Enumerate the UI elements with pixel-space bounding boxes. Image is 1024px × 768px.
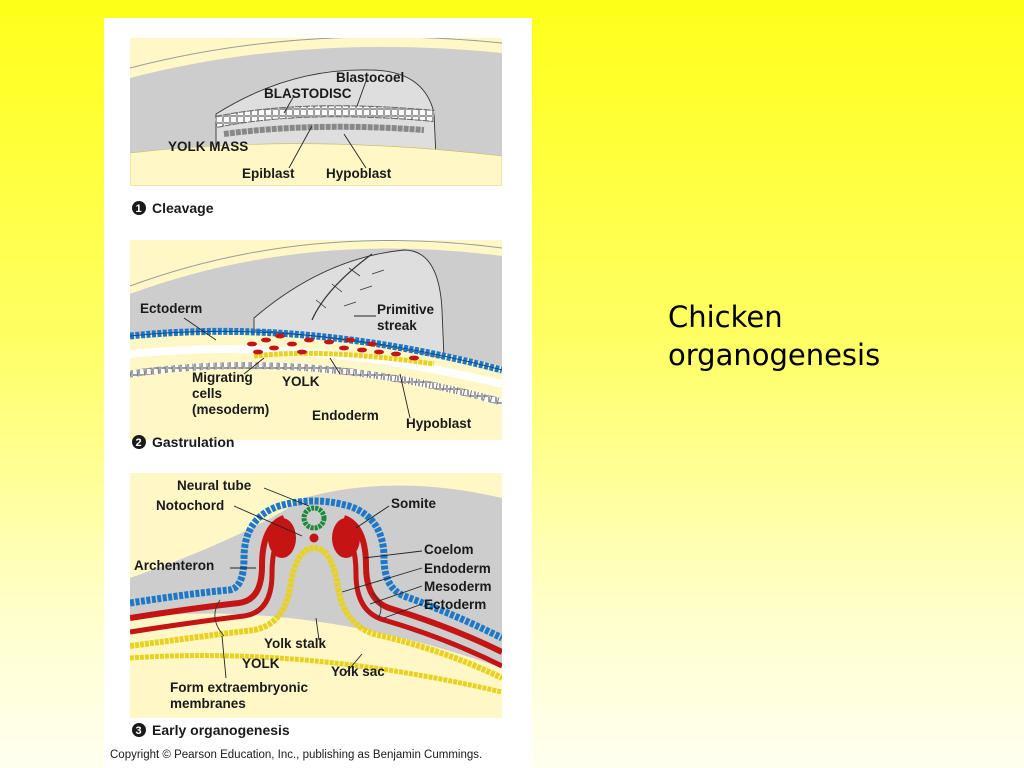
- label-yolk-stalk: Yolk stalk: [264, 636, 327, 651]
- label-migrating-line3: (mesoderm): [192, 402, 269, 417]
- mesoderm-left: [130, 515, 286, 621]
- label-blastodisc: BLASTODISC: [264, 86, 352, 101]
- notochord: [309, 533, 319, 543]
- label-epiblast: Epiblast: [242, 166, 295, 181]
- migrating-mesoderm-cells: [247, 333, 419, 361]
- step-label-gastrulation: Gastrulation: [152, 434, 234, 450]
- organogenesis-panel: [130, 473, 502, 718]
- streak-arrows: [315, 267, 385, 309]
- label-hypoblast-1: Hypoblast: [326, 166, 392, 181]
- label-endoderm-2: Endoderm: [312, 408, 379, 423]
- somite-left: [268, 518, 296, 558]
- neural-tube: [301, 505, 327, 531]
- copyright-notice: Copyright © Pearson Education, Inc., pub…: [110, 749, 482, 761]
- label-yolk-mass: YOLK MASS: [168, 139, 248, 154]
- label-yolk-sac: Yolk sac: [331, 664, 385, 679]
- ectoderm-layer-3: [130, 497, 502, 642]
- label-coelom: Coelom: [424, 542, 474, 557]
- label-yolk-3: YOLK: [242, 656, 280, 671]
- step-label-organogenesis: Early organogenesis: [152, 722, 290, 738]
- label-extraembryonic-line2: membranes: [170, 696, 246, 711]
- embryo-diagram: Blastocoel BLASTODISC YOLK MASS Epiblast…: [110, 38, 502, 761]
- step-number-1: 1: [136, 203, 142, 215]
- endoderm-layer-3: [130, 544, 502, 681]
- label-yolk-2: YOLK: [282, 374, 320, 389]
- label-hypoblast-2: Hypoblast: [406, 416, 472, 431]
- cleavage-panel: [130, 38, 502, 186]
- label-primitive-line2: streak: [377, 318, 417, 333]
- slide-title: Chicken organogenesis: [668, 298, 988, 374]
- step-badge-2: [132, 435, 146, 449]
- hypoblast-cells: [223, 123, 425, 137]
- primitive-streak: [311, 253, 373, 321]
- endoderm-layer-2: [253, 350, 435, 367]
- label-ectoderm-3: Ectoderm: [424, 597, 486, 612]
- label-extraembryonic-line1: Form extraembryonic: [170, 680, 309, 695]
- step-number-3: 3: [136, 725, 142, 737]
- figure-panel: Blastocoel BLASTODISC YOLK MASS Epiblast…: [104, 18, 532, 768]
- slide-title-line-1: Chicken: [668, 300, 783, 334]
- somite-right: [332, 518, 360, 558]
- label-neural-tube: Neural tube: [177, 478, 252, 493]
- hypoblast-layer: [130, 362, 502, 406]
- step-label-cleavage: Cleavage: [152, 200, 214, 216]
- step-badge-3: [132, 723, 146, 737]
- label-ectoderm-2: Ectoderm: [140, 301, 202, 316]
- label-archenteron: Archenteron: [134, 558, 214, 573]
- shell-region-3: [130, 485, 502, 668]
- gastrulation-panel: [130, 240, 502, 440]
- label-blastocoel: Blastocoel: [336, 70, 404, 85]
- slide-title-line-2: organogenesis: [668, 338, 881, 372]
- label-migrating-line1: Migrating: [192, 370, 253, 385]
- label-primitive-line1: Primitive: [377, 302, 435, 317]
- label-migrating-line2: cells: [192, 386, 222, 401]
- label-somite: Somite: [391, 496, 437, 511]
- label-notochord: Notochord: [156, 498, 224, 513]
- label-mesoderm-3: Mesoderm: [424, 579, 492, 594]
- step-number-2: 2: [136, 437, 142, 449]
- label-endoderm-3: Endoderm: [424, 561, 491, 576]
- step-badge-1: [132, 201, 146, 215]
- yolk-sac-layer: [130, 653, 502, 695]
